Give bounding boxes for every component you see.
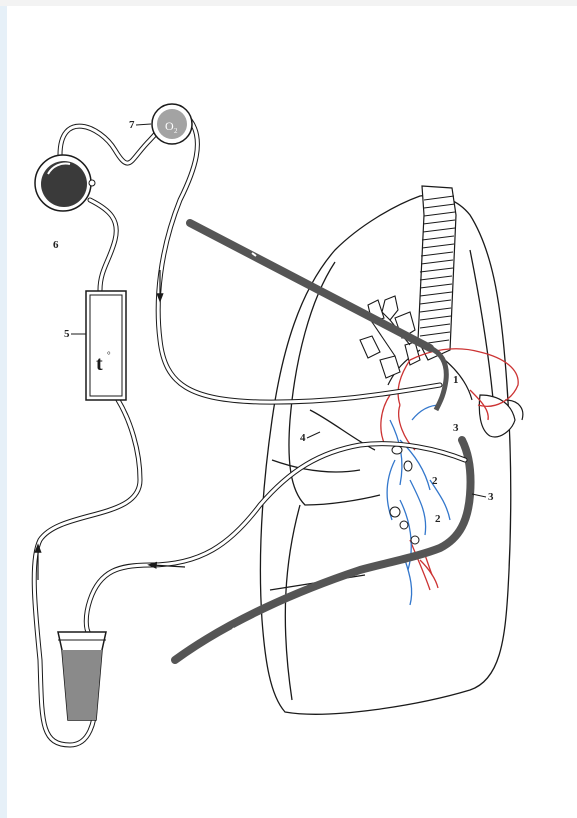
trachea-icon — [388, 186, 523, 437]
label-7: 7 — [129, 119, 135, 131]
oxygen-subscript: 2 — [174, 127, 178, 135]
label-3a: 3 — [453, 422, 459, 434]
oxygen-tank-icon: O 2 — [152, 104, 192, 144]
label-6: 6 — [53, 239, 59, 251]
label-3b: 3 — [488, 491, 494, 503]
reservoir-cup-icon — [58, 632, 106, 720]
lung-outline-icon — [260, 195, 510, 714]
pump-icon — [35, 155, 95, 211]
temperature-label: t — [96, 353, 103, 375]
label-1: 1 — [453, 374, 459, 386]
label-2b: 2 — [435, 513, 441, 525]
oxygen-label: O — [165, 119, 174, 133]
temperature-mark: ° — [107, 350, 111, 360]
label-5: 5 — [64, 328, 70, 340]
pulmonary-vein — [387, 405, 450, 605]
label-2a: 2 — [432, 475, 438, 487]
heat-exchanger-icon: t ° — [86, 291, 126, 400]
cannula-lower — [175, 440, 471, 660]
label-4: 4 — [300, 432, 306, 444]
